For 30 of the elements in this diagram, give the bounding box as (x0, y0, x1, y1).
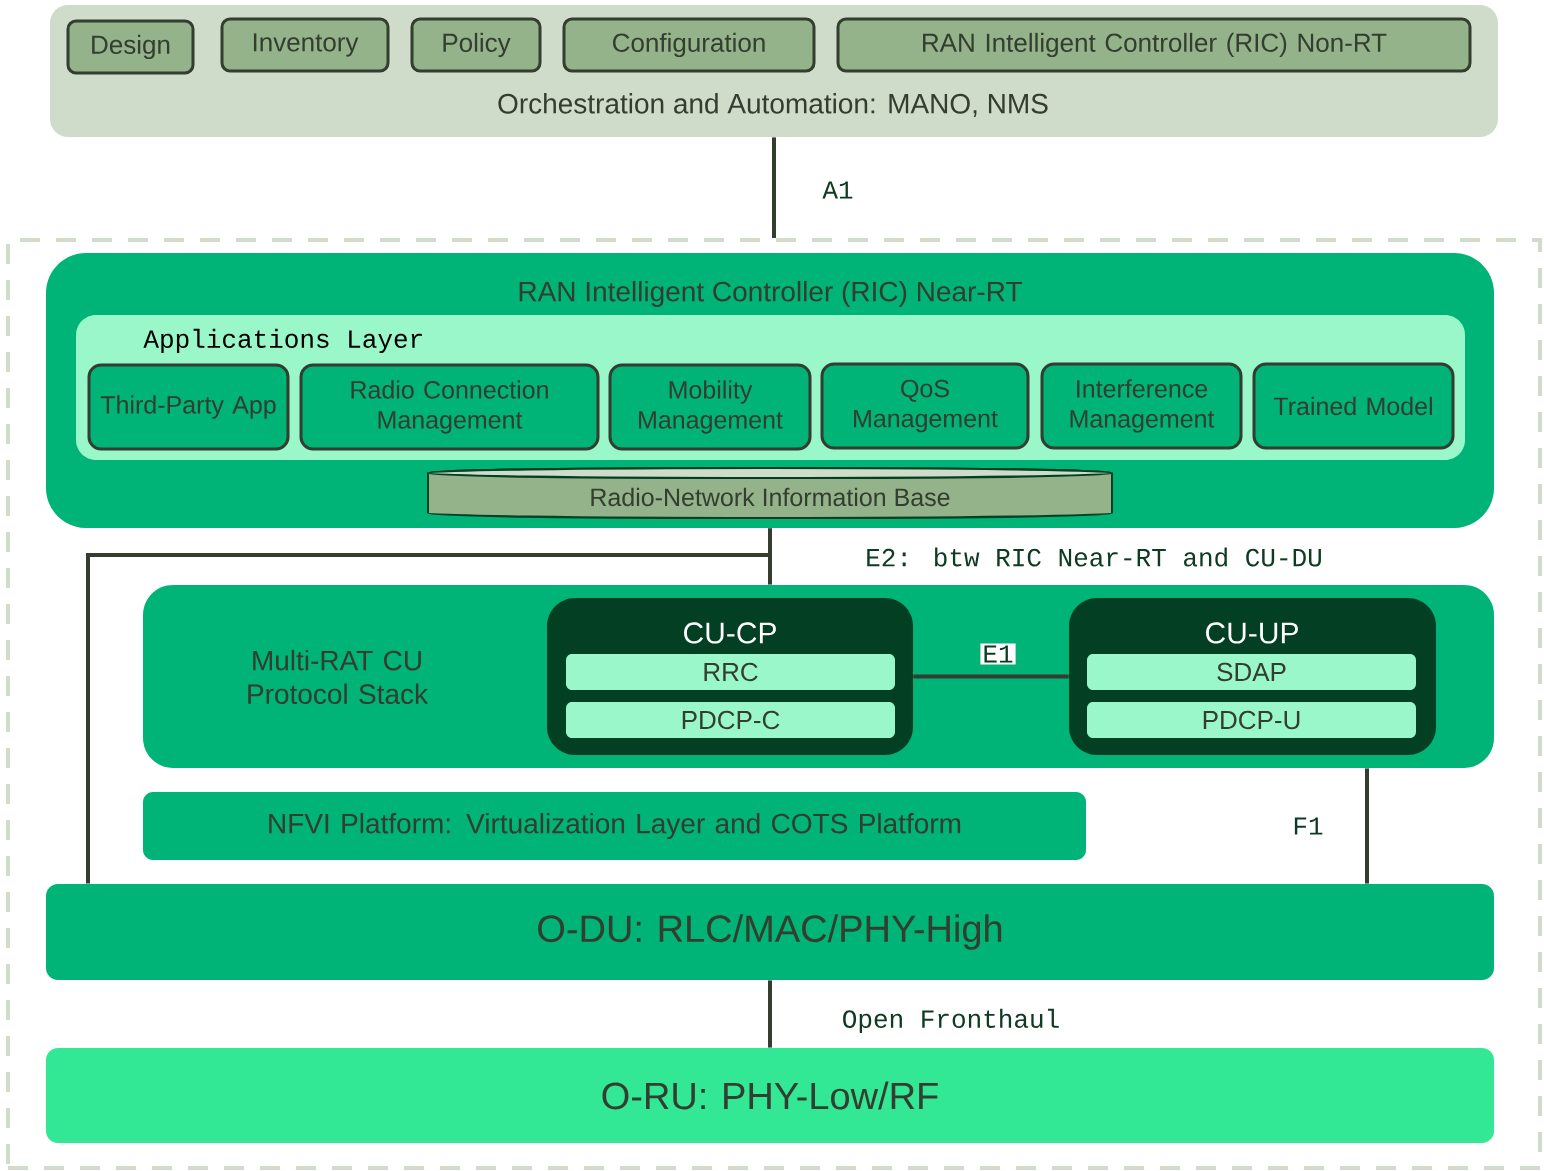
app-box: Trained Model (1252, 362, 1455, 450)
database-cylinder: Radio-Network Information Base (427, 467, 1113, 519)
function-box: Policy (410, 17, 542, 73)
app-box: Radio Connection Management (299, 363, 600, 451)
app-box: Interference Management (1040, 362, 1243, 450)
edge-label: E1 (980, 643, 1016, 665)
function-box: Inventory (220, 17, 390, 73)
interface-line (772, 137, 776, 238)
interface-line (768, 980, 772, 1048)
app-box: QoS Management (820, 362, 1030, 450)
du-bar: O-DU: RLC/MAC/PHY-High (46, 884, 1494, 980)
interface-line (86, 528, 772, 884)
function-box: Configuration (562, 17, 816, 73)
interface-line (1365, 768, 1369, 884)
app-box: Third-Party App (87, 363, 290, 451)
edge-label: A1 (820, 179, 856, 201)
edge-label: E2: btw RIC Near-RT and CU-DU (863, 545, 1325, 569)
app-box: Mobility Management (608, 363, 812, 451)
protocol-layer-box: PDCP-C (566, 702, 895, 738)
protocol-layer-box: RRC (566, 654, 895, 690)
interface-line (913, 674, 1069, 679)
edge-label: F1 (1290, 815, 1326, 837)
protocol-layer-box: SDAP (1087, 654, 1416, 690)
platform-bar: NFVI Platform: Virtualization Layer and COTS Platform (143, 792, 1086, 860)
ru-bar: O-RU: PHY-Low/RF (46, 1048, 1494, 1143)
protocol-layer-box: PDCP-U (1087, 702, 1416, 738)
function-box: Design (66, 19, 195, 75)
dashed-boundary (6, 238, 1542, 1170)
function-box: RAN Intelligent Controller (RIC) Non-RT (836, 17, 1472, 73)
edge-label: Open Fronthaul (839, 1006, 1063, 1036)
